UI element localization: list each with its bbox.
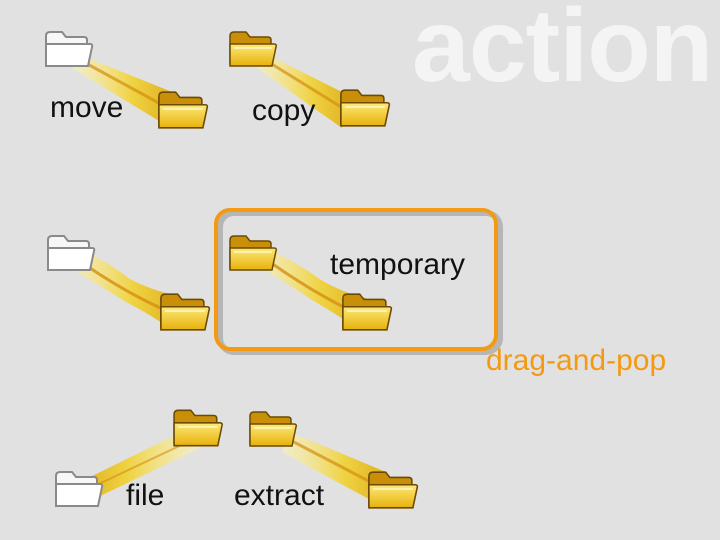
extract-group [249,411,419,509]
file-group [55,409,224,507]
folder-icon[interactable] [229,31,278,67]
temporary-highlight [217,210,503,355]
ghost-folder-icon [47,235,96,271]
file-label: file [126,479,165,512]
ghost-folder-icon [55,471,104,507]
copy-group [229,31,391,128]
copy-label: copy [252,94,316,127]
copy-beam [254,52,350,128]
folder-icon[interactable] [157,91,209,129]
move-group [45,31,209,129]
folder-icon[interactable] [159,293,211,331]
move-label: move [50,91,124,124]
move-beam [72,55,172,124]
folder-icon[interactable] [173,409,224,447]
drag-and-pop-label: drag-and-pop [486,344,667,377]
folder-icon[interactable] [339,89,391,127]
drag-and-pop-left-group [47,235,211,331]
extract-label: extract [234,479,325,512]
temporary-group [229,235,393,331]
folder-icon[interactable] [367,471,419,509]
folder-icon[interactable] [249,411,298,447]
folder-icon[interactable] [341,293,393,331]
ghost-folder-icon [45,31,94,67]
temporary-label: temporary [330,248,466,281]
folder-icon[interactable] [229,235,278,271]
action-title: action [412,0,713,104]
